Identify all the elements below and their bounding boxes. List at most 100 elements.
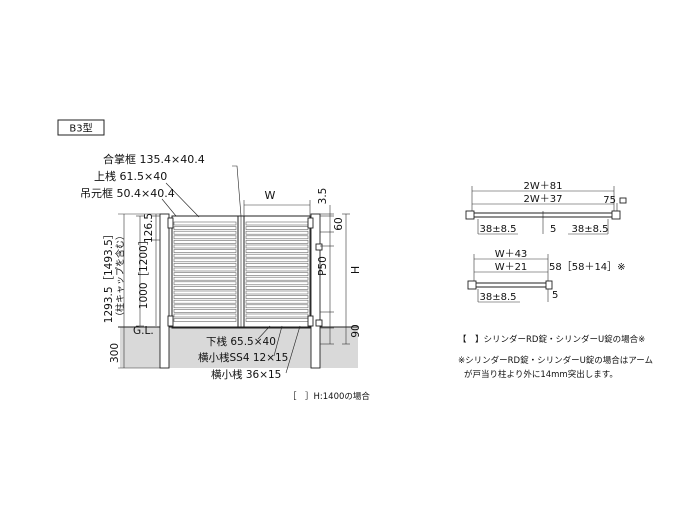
left-post <box>159 213 170 369</box>
hinge-frame-label: 吊元框 50.4×40.4 <box>80 187 175 200</box>
gl-label: G.L. <box>133 325 154 337</box>
stopper-fitting <box>315 319 323 327</box>
plan2-left-post <box>467 280 477 290</box>
horizontal-slat <box>245 253 309 258</box>
dim-top-panel: 126.5 <box>143 213 155 243</box>
horizontal-slat <box>245 267 309 272</box>
right-post <box>310 213 321 369</box>
horizontal-slat <box>173 272 237 276</box>
horizontal-slat <box>245 230 309 235</box>
slat-label: 横小桟 36×15 <box>211 368 281 381</box>
width-label: W <box>265 189 276 202</box>
hinge-bottom-right <box>307 315 314 327</box>
horizontal-slat <box>245 244 309 249</box>
notes: 【 】シリンダーRD錠・シリンダーU錠の場合※ ※シリンダーRD錠・シリンダーU… <box>458 334 653 380</box>
horizontal-slat <box>245 309 309 313</box>
horizontal-slat <box>245 304 309 309</box>
horizontal-slat <box>173 299 237 304</box>
horizontal-slat <box>173 263 237 267</box>
plan2-latch-post <box>545 280 553 290</box>
dim-top-offset: 3.5 <box>317 188 329 205</box>
plan1-left-post <box>465 210 475 220</box>
plan2-gap: 5 <box>552 290 558 301</box>
horizontal-slat <box>245 235 309 240</box>
dim-post-height-note: （柱キャップを含む） <box>114 231 126 321</box>
left-dimensions: 126.5 1000［1200］ 1293.5［1493.5］ （柱キャップを含… <box>103 213 160 369</box>
star-note-line1: ※シリンダーRD錠・シリンダーU錠の場合はアーム <box>458 355 653 366</box>
horizontal-slat <box>245 272 309 276</box>
width-dimension: W <box>243 189 311 216</box>
right-dimensions: 3.5 60 P50 H 90 <box>317 188 362 345</box>
dim-p50: P50 <box>317 256 329 276</box>
dim-embed-depth: 300 <box>109 343 121 363</box>
horizontal-slat <box>245 286 309 290</box>
right-panel-slats <box>245 221 309 322</box>
hinge-top-right <box>307 217 314 229</box>
plan-view-double: 2W＋81 2W＋37 75 38±8.5 5 38±8.5 <box>465 181 627 235</box>
plan-view-single: W＋43 W＋21 58［58＋14］※ 38±8.5 5 <box>467 249 626 303</box>
horizontal-slat <box>173 286 237 290</box>
horizontal-slat <box>245 290 309 295</box>
plan2-left-offset: 38±8.5 <box>479 292 516 303</box>
horizontal-slat <box>173 267 237 272</box>
horizontal-slat <box>173 226 237 230</box>
horizontal-slat <box>245 318 309 322</box>
leader-lines <box>161 165 301 374</box>
horizontal-slat <box>245 226 309 230</box>
latch-fitting <box>315 243 323 251</box>
hinge-top-left <box>167 217 174 229</box>
horizontal-slat <box>173 276 237 281</box>
horizontal-slat <box>173 309 237 313</box>
plan1-right-offset: 38±8.5 <box>571 224 608 235</box>
horizontal-slat <box>173 313 237 318</box>
horizontal-slat <box>245 276 309 281</box>
horizontal-slat <box>245 281 309 286</box>
horizontal-slat <box>245 249 309 253</box>
horizontal-slat <box>245 295 309 299</box>
horizontal-slat <box>173 249 237 253</box>
horizontal-slat <box>173 281 237 286</box>
bracket-note: 【 】シリンダーRD錠・シリンダーU錠の場合※ <box>458 334 645 345</box>
horizontal-slat <box>245 258 309 263</box>
center-frame-label: 合掌框 135.4×40.4 <box>103 152 205 166</box>
plan1-right-post <box>611 210 621 220</box>
dim-gate-height: 1000［1200］ <box>138 235 150 309</box>
horizontal-slat <box>245 263 309 267</box>
left-panel-slats <box>173 221 237 322</box>
horizontal-slat <box>245 299 309 304</box>
type-badge: B3型 <box>57 119 105 136</box>
slat-ss4-label: 横小桟SS4 12×15 <box>198 351 288 364</box>
dim-bottom-gap: 90 <box>350 324 362 337</box>
dim-post-height: 1293.5［1493.5］ <box>103 229 115 323</box>
horizontal-slat <box>245 221 309 226</box>
horizontal-slat <box>173 304 237 309</box>
dim-top-gap: 60 <box>333 217 345 230</box>
star-note-line2: が戸当り柱より外に14mm突出します。 <box>464 369 618 380</box>
plan2-outer-dim: W＋43 <box>495 249 528 260</box>
plan1-left-offset: 38±8.5 <box>479 224 516 235</box>
plan1-inner-dim: 2W＋37 <box>524 194 563 205</box>
plan1-outer-dim: 2W＋81 <box>524 181 563 192</box>
h1400-note: ［ ］H:1400の場合 <box>288 391 370 402</box>
type-badge-label: B3型 <box>69 122 92 135</box>
plan1-cap-dim: 75 <box>603 195 616 206</box>
hinge-bottom-left <box>167 315 174 327</box>
bottom-rail-label: 下桟 65.5×40 <box>206 335 276 348</box>
plan1-gap: 5 <box>550 224 556 235</box>
horizontal-slat <box>173 230 237 235</box>
horizontal-slat <box>245 313 309 318</box>
horizontal-slat <box>173 295 237 299</box>
horizontal-slat <box>173 253 237 258</box>
horizontal-slat <box>173 235 237 240</box>
horizontal-slat <box>173 290 237 295</box>
horizontal-slat <box>173 244 237 249</box>
top-rail-label: 上桟 61.5×40 <box>94 169 167 183</box>
plan1-post-cap <box>619 197 627 204</box>
horizontal-slat <box>173 221 237 226</box>
plan2-inner-dim: W＋21 <box>495 262 528 273</box>
horizontal-slat <box>173 240 237 244</box>
horizontal-slat <box>173 258 237 263</box>
front-view: 合掌框 135.4×40.4 上桟 61.5×40 吊元框 50.4×40.4 … <box>80 152 370 402</box>
dim-height: H <box>349 266 362 274</box>
horizontal-slat <box>173 318 237 322</box>
